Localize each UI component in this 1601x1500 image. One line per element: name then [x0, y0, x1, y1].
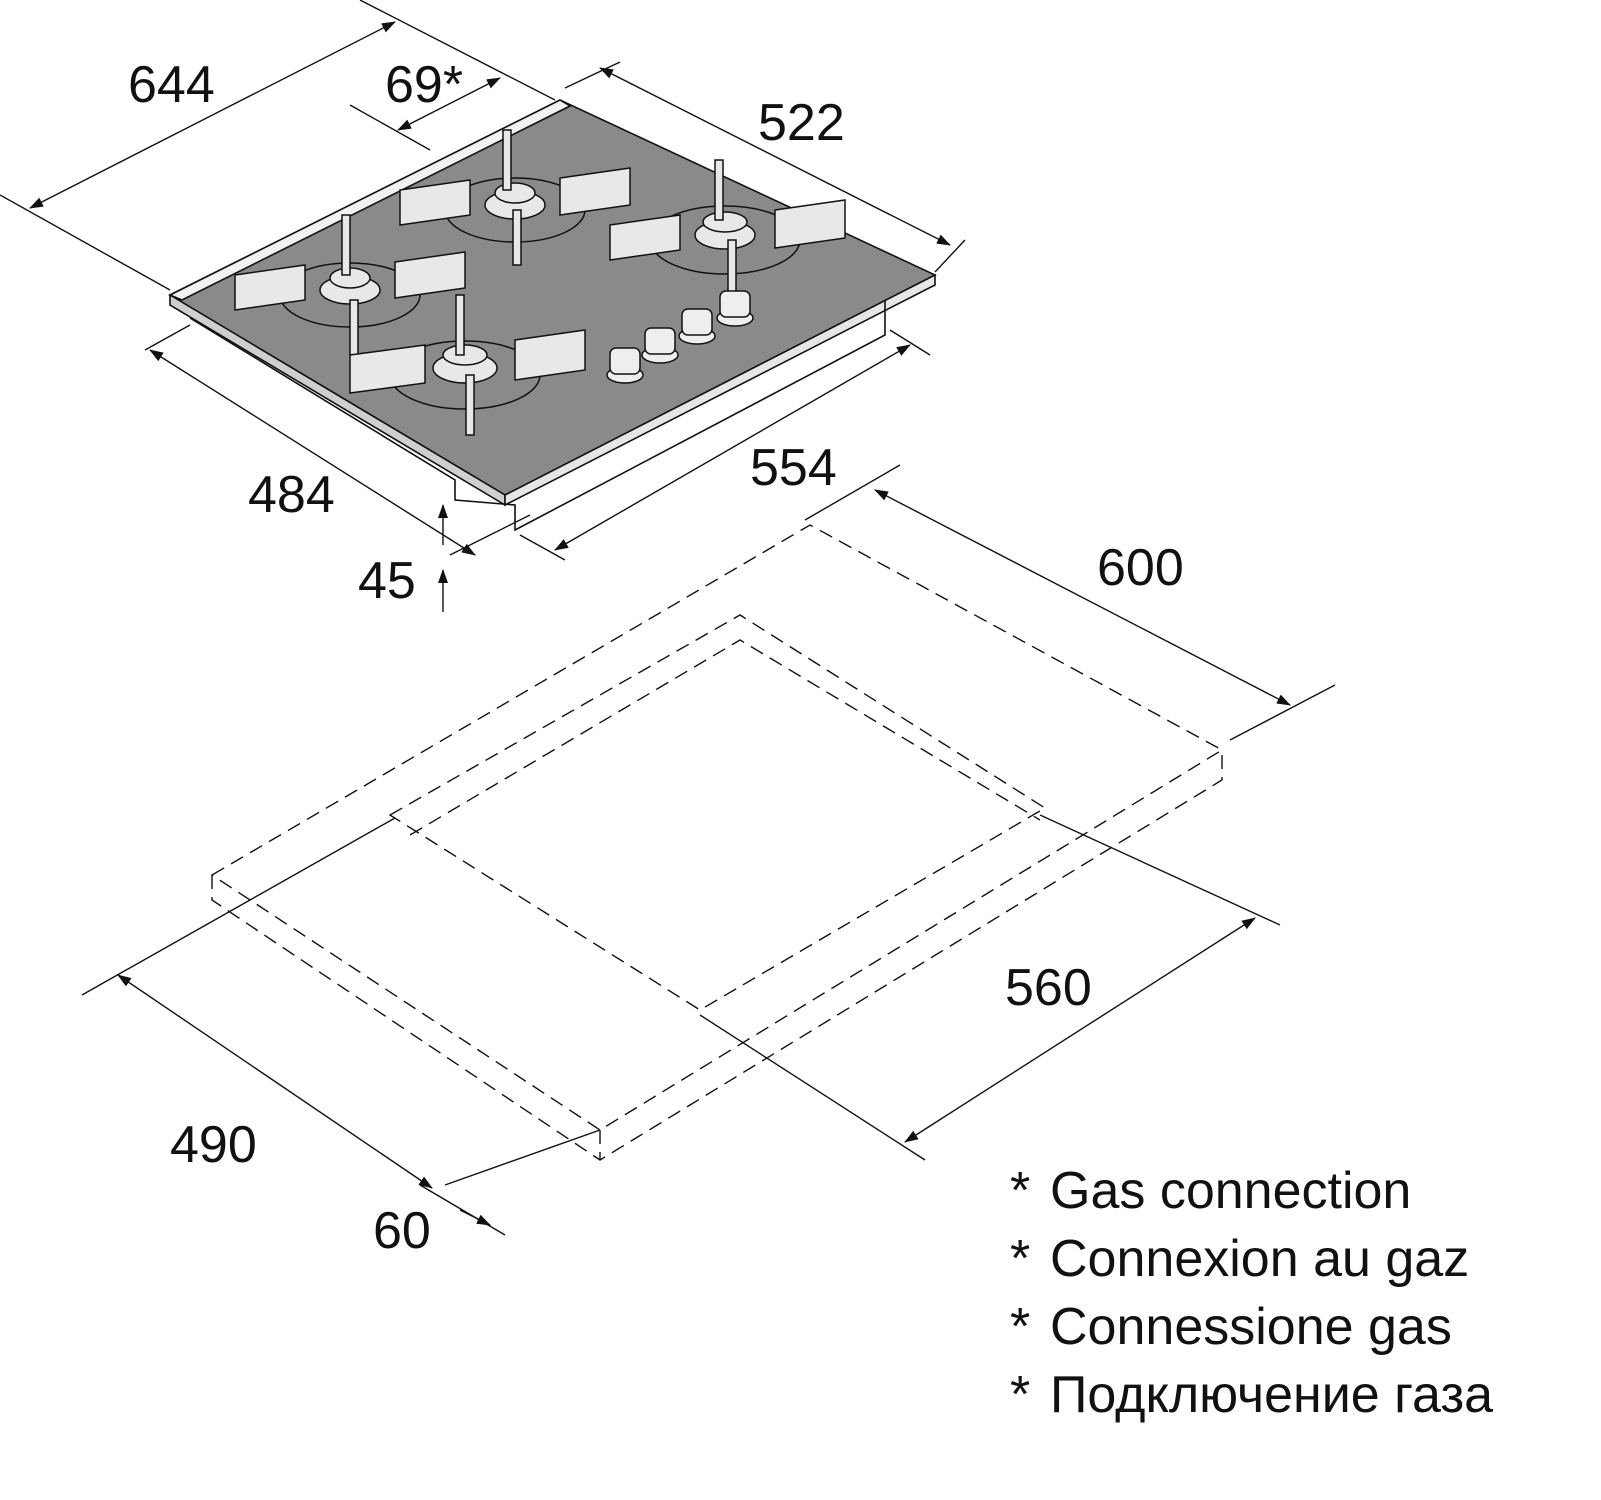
label-600: 600: [1097, 539, 1184, 597]
label-60: 60: [373, 1202, 431, 1260]
label-45: 45: [358, 552, 416, 610]
note-text: Подключение газа: [1050, 1366, 1494, 1424]
knob-1: [606, 347, 644, 384]
cutout-opening: [388, 614, 1047, 1011]
dim-line-560: [904, 917, 1256, 1143]
dim-line-522: [599, 67, 951, 246]
note-text: Connessione gas: [1050, 1298, 1452, 1356]
knob-4: [716, 290, 754, 327]
worktop-top-face: [210, 524, 1224, 1131]
knob-3: [678, 308, 716, 345]
dim-line-490: [117, 974, 433, 1189]
dim-line-644: [29, 21, 396, 209]
note-marker: *: [1010, 1230, 1031, 1288]
label-484: 484: [248, 466, 335, 524]
dim-line-554: [554, 344, 911, 551]
note-marker: *: [1010, 1298, 1031, 1356]
worktop-front-edge: [211, 750, 1223, 1161]
label-69: 69*: [385, 56, 463, 114]
cutout-dimension-lines: [81, 464, 1336, 1236]
dim-line-69: [397, 77, 501, 131]
note-gas-connection-en: * Gas connection: [1010, 1165, 1411, 1217]
knob-2: [641, 327, 679, 364]
cutout-outline: [210, 524, 1224, 1161]
dim-line-484: [149, 349, 476, 556]
note-gas-connection-fr: * Connexion au gaz: [1010, 1233, 1469, 1285]
hob-dimension-lines: [0, 0, 966, 612]
label-644: 644: [128, 56, 215, 114]
dim-line-600: [874, 489, 1291, 706]
cutout-inner-edge: [409, 639, 1041, 836]
note-marker: *: [1010, 1366, 1031, 1424]
label-490: 490: [170, 1116, 257, 1174]
label-560: 560: [1005, 959, 1092, 1017]
note-text: Gas connection: [1050, 1162, 1412, 1220]
dim-line-60: [459, 1209, 491, 1226]
note-gas-connection-it: * Connessione gas: [1010, 1301, 1452, 1353]
label-522: 522: [758, 94, 845, 152]
note-gas-connection-ru: * Подключение газа: [1010, 1369, 1493, 1421]
note-text: Connexion au gaz: [1050, 1230, 1470, 1288]
label-554: 554: [750, 439, 837, 497]
note-marker: *: [1010, 1162, 1031, 1220]
burner-back-left: [234, 214, 466, 356]
